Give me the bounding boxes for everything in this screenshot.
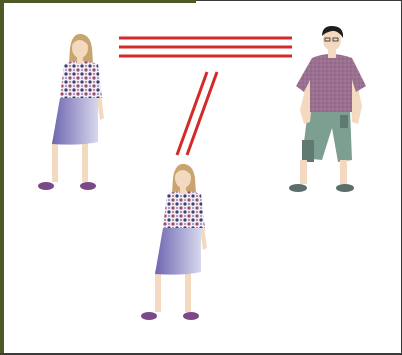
man-figure-top-right — [289, 26, 366, 192]
woman-figure-top-left — [38, 34, 104, 190]
double-line-connector — [177, 72, 217, 155]
woman-figure-bottom — [141, 164, 207, 320]
triple-line-connector — [119, 38, 292, 56]
